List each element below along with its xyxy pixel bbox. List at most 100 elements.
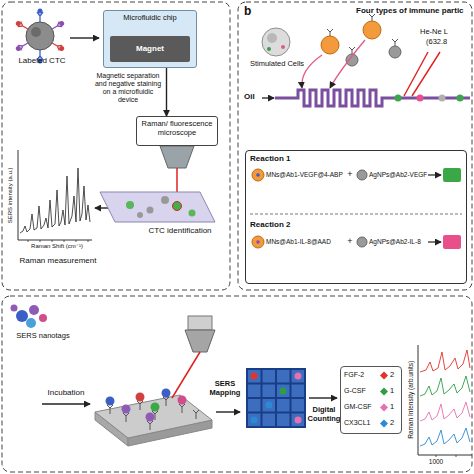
mapping-grid bbox=[263, 385, 276, 398]
mapping-grid bbox=[277, 399, 290, 412]
ctc-cell bbox=[15, 20, 30, 32]
sers-nanotag bbox=[29, 305, 39, 315]
stimulated-cell bbox=[262, 28, 290, 56]
reaction-scheme bbox=[428, 174, 441, 175]
sers-nanotag bbox=[39, 314, 47, 322]
panel-heading: Four types of immune partic bbox=[356, 6, 472, 15]
reaction-scheme bbox=[443, 235, 461, 249]
objective-lens bbox=[172, 352, 200, 398]
raman-spectrum bbox=[420, 350, 470, 372]
laser-label: He-Ne L bbox=[420, 28, 472, 37]
reagent-label: AgNPs@Ab2-VEGF bbox=[369, 171, 429, 178]
ctc-cell bbox=[51, 20, 66, 32]
ctc-cell bbox=[15, 45, 22, 52]
ctc-cell bbox=[58, 45, 65, 52]
table-cell: 2 bbox=[390, 371, 400, 380]
droplet-channel bbox=[275, 90, 470, 106]
mapping-grid bbox=[251, 417, 258, 424]
mapping-grid bbox=[263, 370, 276, 383]
instrument-label: Raman/ fluorescence microscope bbox=[137, 120, 217, 137]
substrate-chip bbox=[151, 403, 160, 412]
immune-particle bbox=[321, 14, 401, 66]
reaction-scheme bbox=[252, 169, 264, 181]
immune-particle bbox=[327, 14, 398, 54]
step-caption: Digital Counting bbox=[306, 406, 342, 423]
ctc-cell bbox=[51, 40, 66, 52]
mapping-grid bbox=[277, 385, 290, 398]
table-cell: 2 bbox=[390, 419, 400, 428]
sers-nanotag bbox=[16, 310, 28, 322]
raman-spectrum bbox=[28, 240, 88, 242]
sample-slide bbox=[100, 192, 215, 222]
microscope-box: Raman/ fluorescence microscope bbox=[136, 116, 218, 146]
mapping-grid bbox=[295, 417, 302, 424]
sample-slide bbox=[100, 192, 215, 222]
cell-label: Labeled CTC bbox=[12, 56, 72, 65]
immune-particle bbox=[389, 46, 401, 58]
ctc-cell bbox=[15, 20, 22, 27]
mapping-grid bbox=[292, 399, 305, 412]
mapping-grid bbox=[277, 370, 290, 383]
reaction-scheme bbox=[357, 170, 367, 180]
reaction-scheme bbox=[428, 241, 441, 242]
objective-lens bbox=[185, 330, 215, 352]
raman-spectrum bbox=[20, 168, 90, 233]
count-marker bbox=[380, 372, 388, 428]
flow-arrow bbox=[166, 68, 167, 116]
ctc-cell bbox=[15, 9, 66, 64]
reaction-scheme bbox=[252, 236, 264, 248]
panel-frame bbox=[2, 296, 472, 472]
sample-slide bbox=[147, 207, 154, 214]
substrate-chip bbox=[95, 395, 212, 438]
raman-spectrum bbox=[420, 428, 470, 446]
stimulated-cell bbox=[267, 47, 271, 51]
step-caption: Raman measurement bbox=[12, 256, 104, 265]
count-table: FGF-22G-CSF1GM-CSF1CX3CL12 bbox=[340, 366, 402, 434]
step-caption: SERS nanotags bbox=[6, 332, 80, 341]
raman-spectrum bbox=[436, 455, 456, 457]
plus-sign: + bbox=[344, 169, 356, 179]
count-marker bbox=[380, 372, 388, 380]
reaction-scheme bbox=[256, 240, 260, 244]
substrate-chip bbox=[162, 389, 171, 398]
step-caption: SERS Mapping bbox=[206, 380, 244, 397]
table-cell: G-CSF bbox=[344, 387, 378, 395]
reaction-scheme bbox=[443, 168, 461, 182]
mapping-grid bbox=[295, 373, 302, 380]
sers-nanotag bbox=[26, 318, 36, 328]
panel-letter: b bbox=[244, 5, 258, 19]
count-marker bbox=[380, 388, 388, 396]
mapping-grid bbox=[246, 368, 306, 428]
mapping-grid bbox=[280, 388, 287, 395]
device-label: Microfluidic chip bbox=[104, 14, 196, 23]
ctc-cell bbox=[58, 20, 65, 27]
droplet-channel bbox=[417, 95, 424, 102]
stimulated-cell bbox=[281, 45, 285, 49]
substrate-chip bbox=[178, 396, 187, 405]
reagent-label: MNs@Ab1-VEGF@4-ABP bbox=[266, 171, 346, 178]
mapping-grid bbox=[263, 414, 276, 427]
immune-particle bbox=[321, 36, 339, 54]
mapping-grid bbox=[277, 414, 290, 427]
panel-group: bFour types of immune particStimulated C… bbox=[238, 2, 472, 290]
sample-slide bbox=[173, 202, 182, 211]
reaction-scheme bbox=[357, 237, 367, 247]
ctc-cell bbox=[26, 22, 54, 50]
objective-lens bbox=[160, 146, 194, 168]
panel-group: SERS nanotagsIncubationSERS MappingDigit… bbox=[2, 296, 472, 472]
sample-slide bbox=[161, 196, 169, 204]
axis-tick: 1000 bbox=[424, 458, 448, 465]
reaction-scheme bbox=[250, 214, 462, 215]
plus-sign: + bbox=[344, 236, 356, 246]
sers-nanotag bbox=[11, 305, 48, 329]
laser-label: (632.8 bbox=[426, 38, 472, 47]
objective-lens bbox=[188, 316, 212, 330]
sample-slide bbox=[137, 212, 143, 218]
step-caption: Magnetic separation and negative stainin… bbox=[94, 72, 162, 104]
substrate-chip bbox=[106, 397, 115, 406]
mapping-grid bbox=[248, 399, 261, 412]
